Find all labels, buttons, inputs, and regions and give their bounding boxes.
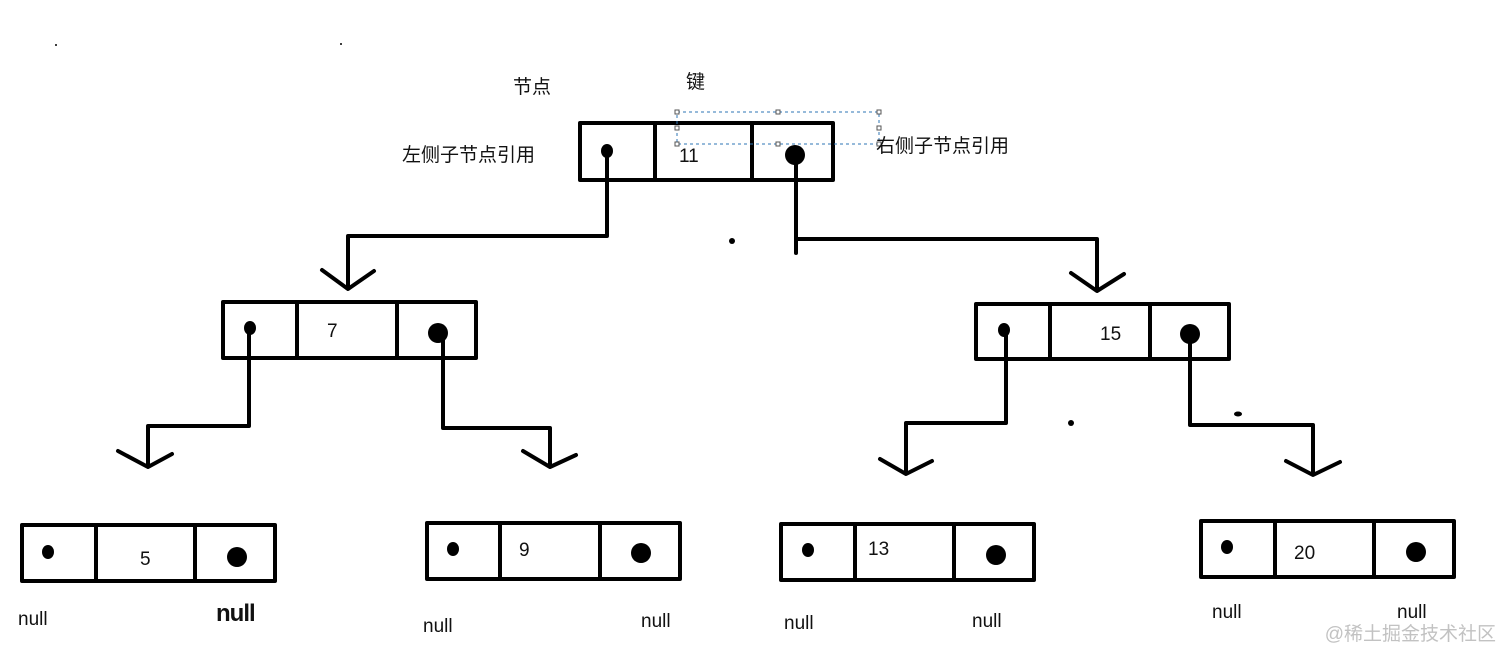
node-key: 9 — [519, 540, 530, 561]
node-13 — [779, 522, 1036, 582]
right-pointer-dot — [785, 145, 805, 165]
key-label: 键 — [686, 72, 706, 93]
stray-dot — [1234, 411, 1242, 417]
left-pointer-dot — [1221, 540, 1233, 554]
right-pointer-dot — [986, 545, 1006, 565]
node-key: 13 — [868, 539, 890, 560]
right-pointer-dot — [428, 323, 448, 343]
left-pointer-dot — [601, 144, 613, 158]
null-label: null — [784, 613, 814, 634]
node-key: 15 — [1100, 324, 1122, 345]
watermark: @稀土掘金技术社区 — [1324, 624, 1496, 645]
null-label: null — [216, 600, 256, 627]
edge-15-left — [904, 328, 1008, 475]
stray-dot — [55, 44, 57, 46]
left-pointer-dot — [802, 543, 814, 557]
edge-15-right — [1188, 334, 1315, 476]
stray-dot — [729, 238, 735, 244]
null-label: null — [972, 611, 1002, 632]
stray-dot — [340, 43, 342, 45]
null-label: null — [1212, 602, 1242, 623]
left-pointer-dot — [447, 542, 459, 556]
node-root — [578, 121, 835, 182]
node-20 — [1199, 519, 1456, 579]
node-label: 节点 — [513, 77, 552, 98]
null-label: null — [1397, 602, 1427, 623]
stray-dot — [1068, 420, 1074, 426]
edge-root-left — [346, 150, 609, 289]
null-label: null — [18, 609, 48, 630]
arrowhead-15 — [1069, 271, 1126, 293]
edge-root-right-2 — [794, 237, 1099, 292]
right-pointer-dot — [1180, 324, 1200, 344]
right-pointer-dot — [1406, 542, 1426, 562]
null-label: null — [423, 616, 453, 637]
null-label: null — [641, 611, 671, 632]
left-child-ref-label: 左侧子节点引用 — [402, 145, 536, 166]
right-pointer-dot — [631, 543, 651, 563]
arrowhead-9 — [521, 449, 578, 469]
node-key: 5 — [140, 549, 151, 570]
left-pointer-dot — [42, 545, 54, 559]
node-key: 11 — [679, 146, 699, 167]
node-7 — [221, 300, 478, 360]
node-9 — [425, 521, 682, 581]
node-15 — [974, 302, 1231, 361]
node-5 — [20, 523, 277, 583]
arrowhead-20 — [1284, 459, 1342, 477]
arrowhead-13 — [878, 457, 934, 476]
arrowhead-5 — [116, 449, 174, 469]
left-pointer-dot — [998, 323, 1010, 337]
left-pointer-dot — [244, 321, 256, 335]
selection-box — [674, 109, 882, 147]
right-child-ref-label: 右侧子节点引用 — [876, 136, 1010, 157]
arrowhead-7 — [320, 268, 376, 291]
node-key: 7 — [327, 321, 338, 342]
edge-7-right — [441, 333, 552, 468]
right-pointer-dot — [227, 547, 247, 567]
node-key: 20 — [1294, 543, 1316, 564]
edge-7-left — [146, 328, 251, 468]
